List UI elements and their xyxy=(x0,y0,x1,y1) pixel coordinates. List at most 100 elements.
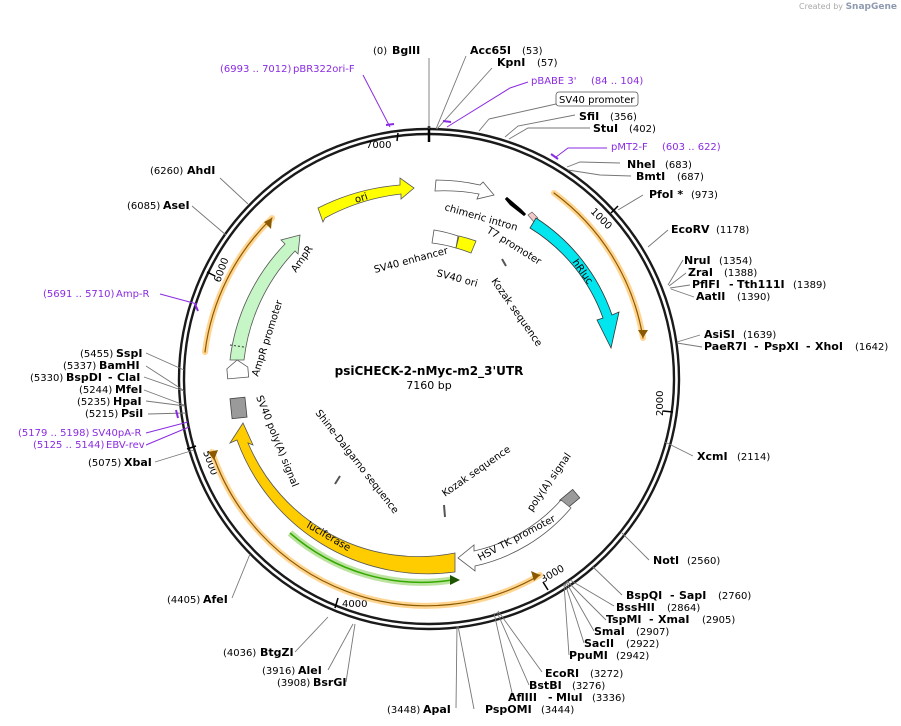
primer-leader-lines xyxy=(145,74,607,446)
enzyme-bmti: BmtI xyxy=(636,170,665,183)
feature-sv40-enhancer: SV40 enhancer SV40 ori xyxy=(373,229,479,290)
enzyme-ahdi: AhdI xyxy=(187,164,215,177)
sv40-promoter-outer: SV40 promoter xyxy=(478,91,639,132)
enzyme-zrai: ZraI xyxy=(688,266,713,279)
enzyme-btgzi: BtgZI xyxy=(260,646,294,659)
primer-range-sv40pa-r: (5179 .. 5198) xyxy=(18,428,90,439)
tick-label-4000: 4000 xyxy=(342,599,367,610)
enzyme-pos-ppumi: (2942) xyxy=(616,651,649,662)
tick-7000: 7000 xyxy=(366,132,399,151)
primer-ebv-rev: EBV-rev xyxy=(106,440,145,451)
credit-prefix: Created by xyxy=(799,2,844,11)
enzyme-pos-nrui: (1354) xyxy=(719,256,752,267)
enzyme-alei: AleI xyxy=(298,664,322,677)
enzyme-pflfi: PflFI xyxy=(692,278,720,291)
enzyme-pos-apai: (3448) xyxy=(387,705,420,716)
enzyme-pos-psii: (5215) xyxy=(85,409,118,420)
feature-hrluc: hRluc xyxy=(529,217,620,350)
enzyme-pos-bamhi: (5337) xyxy=(63,361,96,372)
enzyme-pfoi: PfoI * xyxy=(649,188,683,201)
enzyme-nhei: NheI xyxy=(627,158,656,171)
primer-amp-r: Amp-R xyxy=(116,289,150,300)
enzyme-pos-sspi: (5455) xyxy=(80,349,113,360)
enzyme-asisi: AsiSI xyxy=(704,328,735,341)
feature-chimeric-intron: chimeric intron xyxy=(434,179,519,234)
enzyme-pos-acc65i: (53) xyxy=(522,46,543,57)
enzyme-ecorv: EcoRV xyxy=(671,223,710,236)
enzyme-pos-pflfi: (1389) xyxy=(793,280,826,291)
enzyme-pos-stui: (402) xyxy=(629,124,656,135)
enzyme-pos-hpai: (5235) xyxy=(77,397,110,408)
enzyme-sapi: SapI xyxy=(679,589,706,602)
primer-range-pbabe3: (84 .. 104) xyxy=(591,76,643,87)
tick-label-7000: 7000 xyxy=(366,140,391,151)
enzyme-pos-ahdi: (6260) xyxy=(150,166,183,177)
sv40-promoter-label: SV40 promoter xyxy=(559,95,635,106)
enzyme-separator-bspqi: - xyxy=(670,589,675,602)
enzyme-bstbi: BstBI xyxy=(529,679,562,692)
enzyme-psii: PsiI xyxy=(121,407,143,420)
feature-kozak-1: Kozak sequence xyxy=(489,258,544,349)
tick-label-3000: 3000 xyxy=(539,563,567,585)
shine-dalgarno-label: Shine-Dalgarno sequence xyxy=(313,408,401,516)
enzyme-bspqi: BspQI xyxy=(626,589,662,602)
enzyme-pos-ecorv: (1178) xyxy=(716,225,749,236)
enzyme-pos-zrai: (1388) xyxy=(724,268,757,279)
enzyme-pos-mfei: (5244) xyxy=(79,385,112,396)
snapgene-logo: SnapGene xyxy=(845,2,897,12)
orf-highlights xyxy=(202,190,648,609)
enzyme-pos-alei: (3916) xyxy=(262,666,295,677)
enzyme-pos-bstbi: (3276) xyxy=(572,681,605,692)
enzyme-bamhi: BamHI xyxy=(99,359,140,372)
enzyme-tspmi: TspMI xyxy=(606,613,642,626)
feature-polya-signal: poly(A) signal xyxy=(525,451,581,514)
enzyme-ecori: EcoRI xyxy=(545,667,579,680)
enzyme-ppumi: PpuMI xyxy=(569,649,608,662)
feature-shine-dalgarno: Shine-Dalgarno sequence xyxy=(313,408,401,516)
enzyme-nrui: NruI xyxy=(684,254,711,267)
enzyme-tth111i: Tth111I xyxy=(737,278,785,291)
enzyme-separator-bspdi: - xyxy=(108,371,113,384)
plasmid-name: psiCHECK-2-nMyc-m2_3'UTR xyxy=(335,364,524,379)
enzyme-bsshii: BssHII xyxy=(616,601,655,614)
enzyme-afei: AfeI xyxy=(203,593,228,606)
enzyme-pos-asei: (6085) xyxy=(127,201,160,212)
feature-kozak-2: Kozak sequence xyxy=(440,444,513,518)
tick-3000: 3000 xyxy=(539,563,567,591)
primer-pmt2-f: pMT2-F xyxy=(611,142,648,153)
chimeric-intron-label: chimeric intron xyxy=(443,202,519,233)
enzyme-pos-sacii: (2922) xyxy=(626,639,659,650)
enzyme-bglii: BglII xyxy=(392,44,420,57)
kozak2-label: Kozak sequence xyxy=(440,444,512,499)
enzyme-pos-bglii: (0) xyxy=(373,46,387,57)
enzyme-xhoi: XhoI xyxy=(815,340,843,353)
enzyme-pos-kpni: (57) xyxy=(537,58,558,69)
snapgene-credit: Created by SnapGene xyxy=(799,2,897,12)
enzyme-apai: ApaI xyxy=(423,703,451,716)
enzyme-labels: (0) BglII Acc65I (53) KpnI (57) SfiI (35… xyxy=(30,44,888,716)
primer-range-pbr322ori-f: (6993 .. 7012) xyxy=(220,64,292,75)
enzyme-bspdi: BspDI xyxy=(66,371,102,384)
ori-label: ori xyxy=(354,191,370,205)
enzyme-pos-afei: (4405) xyxy=(167,595,200,606)
enzyme-separator-tspmi: - xyxy=(649,613,654,626)
enzyme-pos-xcmi: (2114) xyxy=(737,452,770,463)
enzyme-pos-bspqi: (2760) xyxy=(718,591,751,602)
enzyme-stui: StuI xyxy=(593,122,618,135)
enzyme-smai: SmaI xyxy=(594,625,625,638)
enzyme-paer7i: PaeR7I xyxy=(704,340,747,353)
enzyme-hpai: HpaI xyxy=(113,395,142,408)
enzyme-separator-pflfi: - xyxy=(729,278,734,291)
primer-range-amp-r: (5691 .. 5710) xyxy=(43,289,115,300)
enzyme-acc65i: Acc65I xyxy=(470,44,511,57)
enzyme-pspxi: PspXI xyxy=(764,340,799,353)
enzyme-separator-paer7i: - xyxy=(754,340,759,353)
enzyme-pos-smai: (2907) xyxy=(636,627,669,638)
enzyme-pos-nhei: (683) xyxy=(665,160,692,171)
enzyme-xbai: XbaI xyxy=(124,456,152,469)
primer-range-ebv-rev: (5125 .. 5144) xyxy=(33,440,105,451)
kozak1-label: Kozak sequence xyxy=(489,276,544,348)
enzyme-pspomi: PspOMI xyxy=(485,703,532,716)
enzyme-pos-ecori: (3272) xyxy=(590,669,623,680)
feature-hsv-tk-promoter: HSV TK promoter xyxy=(457,499,572,572)
